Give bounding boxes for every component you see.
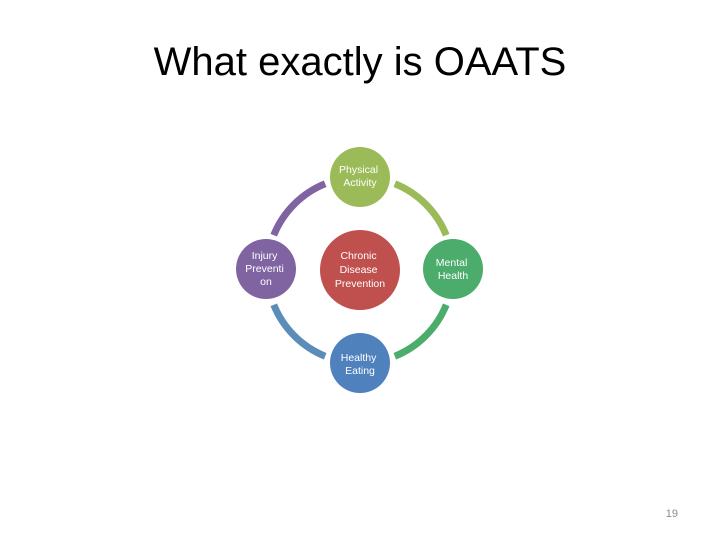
node-mental-health-circle bbox=[423, 239, 483, 299]
center-line-1: Chronic bbox=[340, 250, 376, 262]
physical-activity-line-2: Activity bbox=[343, 177, 377, 189]
ring-arc-bottom-left bbox=[270, 303, 327, 360]
node-healthy-eating: Healthy Eating bbox=[330, 333, 390, 393]
center-node-chronic-disease-prevention: Chronic Disease Prevention bbox=[320, 230, 400, 310]
ring-arc-top-right bbox=[393, 180, 450, 237]
injury-prevention-line-1: Injury bbox=[252, 250, 278, 262]
svg-text:Injury Preventi: Injury Preventi on bbox=[245, 250, 286, 288]
injury-prevention-line-2: Preventi bbox=[245, 263, 284, 275]
physical-activity-line-1: Physical bbox=[339, 164, 378, 176]
ring-arc-left-top bbox=[270, 180, 327, 237]
node-physical-activity: Physical Activity bbox=[330, 147, 390, 207]
node-healthy-eating-circle bbox=[330, 333, 390, 393]
center-node-label: Chronic Disease Prevention bbox=[335, 250, 385, 290]
svg-text:Healthy Eating: Healthy Eating bbox=[341, 352, 380, 377]
slide-title: What exactly is OAATS bbox=[153, 40, 567, 84]
mental-health-line-1: Mental bbox=[436, 257, 468, 269]
injury-prevention-line-3: on bbox=[260, 276, 272, 288]
center-line-3: Prevention bbox=[335, 278, 385, 290]
ring-arc-right-bottom bbox=[393, 303, 450, 360]
node-injury-prevention-circle bbox=[236, 239, 296, 299]
node-injury-prevention: Injury Preventi on bbox=[236, 239, 296, 299]
node-physical-activity-circle bbox=[330, 147, 390, 207]
center-node-circle bbox=[320, 230, 400, 310]
node-mental-health: Mental Health bbox=[423, 239, 483, 299]
svg-text:Mental Health: Mental Health bbox=[436, 257, 470, 282]
healthy-eating-line-1: Healthy bbox=[341, 352, 377, 364]
center-line-2: Disease bbox=[340, 264, 378, 276]
svg-text:Physical Activity: Physical Activity bbox=[339, 164, 381, 189]
mental-health-line-2: Health bbox=[438, 270, 469, 282]
healthy-eating-line-2: Eating bbox=[345, 365, 375, 377]
slide-number: 19 bbox=[665, 508, 678, 520]
